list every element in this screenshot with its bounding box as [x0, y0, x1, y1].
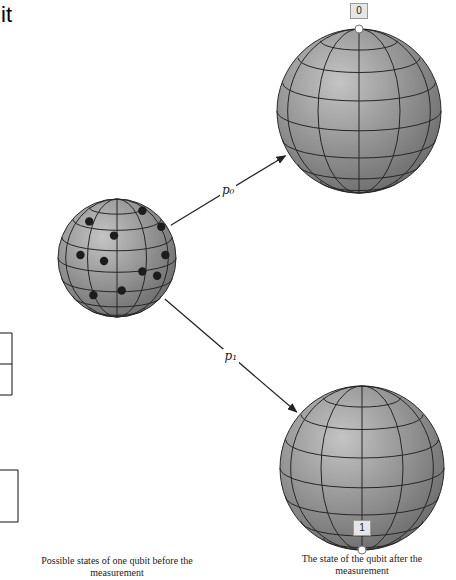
sphere-caption: The state of the qubit after the measure… — [292, 553, 432, 577]
longitude-line — [318, 29, 359, 193]
bracket-lines — [0, 333, 18, 522]
sphere-body — [280, 386, 444, 550]
state-dot — [161, 251, 169, 259]
sphere-caption: Possible states of one qubit before the … — [32, 555, 202, 579]
state-dot — [100, 257, 108, 265]
state-dot — [118, 286, 126, 294]
bracket — [0, 470, 18, 522]
state-dot — [138, 267, 146, 275]
probability-arrow — [165, 299, 297, 412]
longitude-line — [88, 199, 118, 317]
sphere-outline — [57, 198, 177, 318]
probability-arrow — [171, 156, 286, 226]
sphere-grid — [58, 199, 176, 317]
bracket — [0, 333, 12, 395]
pole-marker — [358, 546, 366, 554]
longitude-line — [359, 29, 400, 193]
longitude-line — [359, 29, 360, 193]
state-dot — [76, 251, 84, 259]
state-dot — [157, 223, 165, 231]
state-dot — [85, 217, 93, 225]
state-dot — [110, 231, 118, 239]
probability-label: p₁ — [223, 349, 240, 363]
pole-marker — [355, 25, 363, 33]
slide-title-fragment: it — [1, 2, 12, 28]
longitude-line — [362, 386, 433, 550]
bracket — [0, 364, 12, 365]
sphere-body — [277, 29, 441, 193]
longitude-line — [117, 199, 168, 317]
basis-state-label: 1 — [353, 520, 371, 536]
bloch-sphere: 1The state of the qubit after the measur… — [279, 385, 445, 551]
longitude-line — [117, 199, 118, 317]
bloch-sphere: Possible states of one qubit before the … — [57, 198, 177, 318]
state-dot — [138, 207, 146, 215]
sphere-grid — [280, 386, 444, 550]
state-dot — [89, 291, 97, 299]
longitude-line — [291, 386, 362, 550]
state-dot — [153, 272, 161, 280]
bloch-sphere: 0 — [276, 28, 442, 194]
longitude-line — [359, 29, 430, 193]
longitude-line — [66, 199, 117, 317]
sphere-outline — [276, 28, 442, 194]
sphere-body — [58, 199, 176, 317]
basis-state-label: 0 — [350, 3, 368, 19]
probability-label: p₀ — [220, 183, 237, 197]
longitude-line — [117, 199, 147, 317]
sphere-grid — [277, 29, 441, 193]
longitude-line — [288, 29, 359, 193]
